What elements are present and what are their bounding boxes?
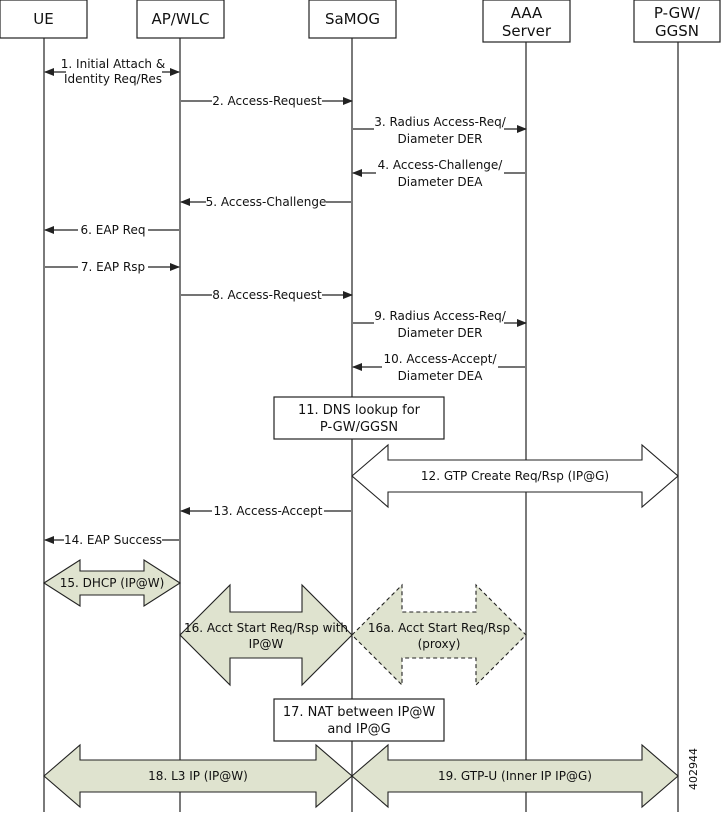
label-3-line-2: Diameter DER xyxy=(398,132,483,146)
fat-arrow-12: 12. GTP Create Req/Rsp (IP@G) xyxy=(351,443,679,509)
label-10-line-1: 10. Access-Accept/ xyxy=(384,352,498,366)
label-5: 5. Access-Challenge xyxy=(206,195,327,209)
label-13: 13. Access-Accept xyxy=(214,504,323,518)
label-9-line-1: 9. Radius Access-Req/ xyxy=(374,309,507,323)
fat-arrow-16a: 16a. Acct Start Req/Rsp (proxy) xyxy=(351,583,527,687)
entity-ap-wlc: AP/WLC xyxy=(136,0,225,39)
label-8: 8. Access-Request xyxy=(212,288,322,302)
note-dns-lookup: 11. DNS lookup for P-GW/GGSN xyxy=(273,396,445,440)
label-19: 19. GTP-U (Inner IP IP@G) xyxy=(438,769,592,783)
fat-arrow-16: 16. Acct Start Req/Rsp with IP@W xyxy=(179,583,353,687)
entity-ue: UE xyxy=(0,0,88,39)
note-17-line-1: 17. NAT between IP@W xyxy=(283,705,436,720)
note-11-line-1: 11. DNS lookup for xyxy=(298,403,421,418)
entity-ap-wlc-label: AP/WLC xyxy=(151,10,209,28)
label-16a-line-2: (proxy) xyxy=(418,637,461,651)
label-16-line-1: 16. Acct Start Req/Rsp with xyxy=(184,621,348,635)
entity-samog-label: SaMOG xyxy=(325,10,380,28)
entity-pgw-ggsn: P-GW/ GGSN xyxy=(633,0,721,43)
label-6: 6. EAP Req xyxy=(81,223,146,237)
label-9-line-2: Diameter DER xyxy=(398,326,483,340)
label-4-line-2: Diameter DEA xyxy=(398,175,484,189)
entity-ue-label: UE xyxy=(33,10,53,28)
entity-pgw-label-2: GGSN xyxy=(655,22,699,40)
figure-id: 402944 xyxy=(687,748,700,790)
entity-samog: SaMOG xyxy=(308,0,397,39)
entity-aaa-label-2: Server xyxy=(502,22,552,40)
label-3-line-1: 3. Radius Access-Req/ xyxy=(374,115,507,129)
label-16a-line-1: 16a. Acct Start Req/Rsp xyxy=(368,621,510,635)
note-17-line-2: and IP@G xyxy=(327,722,390,737)
label-16-line-2: IP@W xyxy=(249,637,284,651)
label-12: 12. GTP Create Req/Rsp (IP@G) xyxy=(421,469,609,483)
note-nat: 17. NAT between IP@W and IP@G xyxy=(273,698,445,742)
label-1-line-2: Identity Req/Res xyxy=(64,72,162,86)
entity-pgw-label-1: P-GW/ xyxy=(654,4,701,22)
entity-aaa-server: AAA Server xyxy=(482,0,571,43)
message-labels: 1. Initial Attach & Identity Req/Res 2. … xyxy=(61,57,507,548)
label-2: 2. Access-Request xyxy=(212,94,322,108)
label-10-line-2: Diameter DEA xyxy=(398,369,484,383)
label-14: 14. EAP Success xyxy=(64,533,162,547)
label-7: 7. EAP Rsp xyxy=(81,260,145,274)
label-4-line-1: 4. Access-Challenge/ xyxy=(378,158,504,172)
label-15: 15. DHCP (IP@W) xyxy=(60,576,165,590)
fat-arrow-18: 18. L3 IP (IP@W) xyxy=(43,743,353,809)
label-1-line-1: 1. Initial Attach & xyxy=(61,57,165,71)
fat-arrow-15: 15. DHCP (IP@W) xyxy=(42,558,182,608)
note-11-line-2: P-GW/GGSN xyxy=(320,420,398,435)
fat-arrow-19: 19. GTP-U (Inner IP IP@G) xyxy=(351,743,679,809)
label-18: 18. L3 IP (IP@W) xyxy=(148,769,248,783)
entity-aaa-label-1: AAA xyxy=(511,4,543,22)
